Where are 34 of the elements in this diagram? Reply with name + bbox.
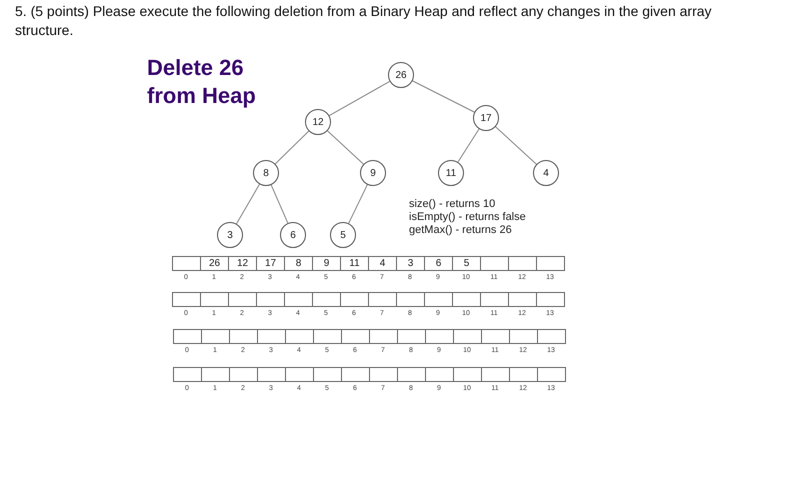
note-text: size() - returns 10 — [409, 198, 496, 211]
heap-node: 11 — [438, 160, 464, 186]
tree-edge — [274, 130, 310, 164]
tree-edge — [457, 128, 480, 163]
note-text: getMax() - returns 26 — [409, 224, 512, 237]
array-cell: 11 — [340, 256, 369, 271]
array-cell: 5 — [452, 256, 481, 271]
tree-edge — [327, 130, 364, 165]
array-cell: 4 — [368, 256, 397, 271]
array-cell: 17 — [256, 256, 285, 271]
heap-node: 4 — [533, 160, 559, 186]
question-text: 5. (5 points) Please execute the following deletion from a Binary Heap and reflect any changes in the given array structure. — [15, 2, 713, 40]
note-text: isEmpty() - returns false — [409, 211, 526, 224]
tree-edge — [328, 80, 390, 116]
tree-edge — [236, 184, 260, 224]
tree-edge — [495, 126, 537, 165]
heading: Delete 26 from Heap — [147, 54, 257, 110]
heap-node: 12 — [305, 109, 331, 135]
heap-node: 26 — [388, 62, 414, 88]
heap-node: 6 — [280, 222, 306, 248]
heap-node: 5 — [330, 222, 356, 248]
heap-node: 3 — [217, 222, 243, 248]
array-cell: 26 — [200, 256, 229, 271]
tree-edge — [270, 184, 288, 224]
heap-node: 9 — [360, 160, 386, 186]
tree-edge — [412, 80, 475, 113]
array-cell: 3 — [396, 256, 425, 271]
array-cell: 9 — [312, 256, 341, 271]
array-cell: 12 — [228, 256, 257, 271]
heap-node: 8 — [253, 160, 279, 186]
array-cell: 8 — [284, 256, 313, 271]
heap-node: 17 — [473, 105, 499, 131]
tree-edge — [348, 184, 368, 224]
array-cell: 6 — [424, 256, 453, 271]
